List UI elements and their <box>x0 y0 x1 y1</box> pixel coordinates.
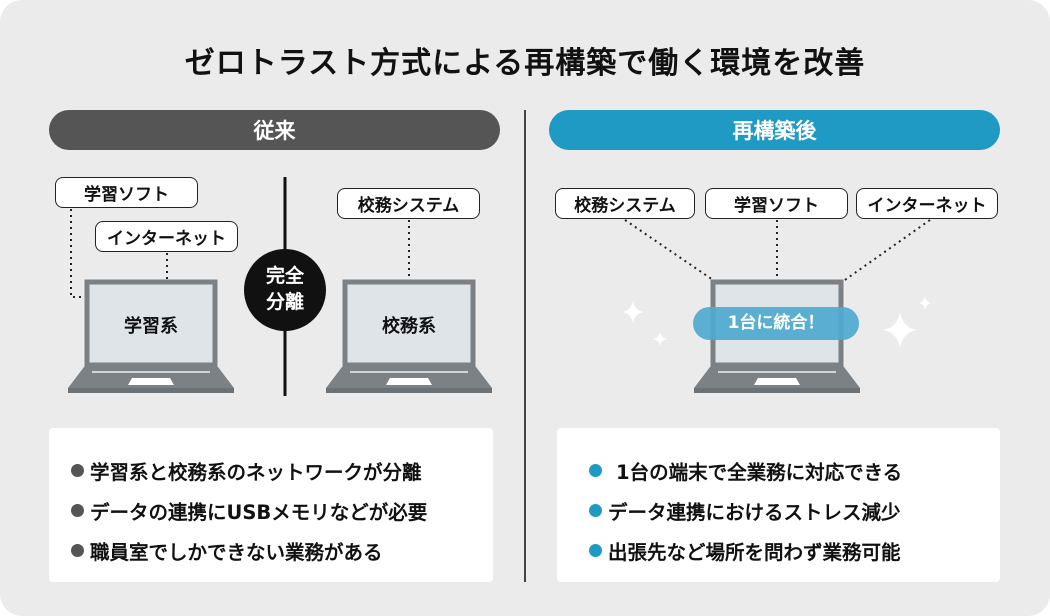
tag-learning-software: 学習ソフト <box>55 177 198 208</box>
bullet-text: 1台の端末で全業務に対応できる <box>616 460 903 484</box>
list-item: データ連携におけるストレス減少 <box>589 490 1000 530</box>
separation-label-line1: 完全 <box>265 265 304 287</box>
right-connectors <box>624 219 931 283</box>
bullet-icon <box>71 463 84 477</box>
sparkle-icons <box>622 296 931 348</box>
bullet-text: データの連携にUSBメモリなどが必要 <box>90 500 428 524</box>
laptop-icon-admin <box>326 279 492 393</box>
list-item: 出張先など場所を問わず業務可能 <box>589 530 1000 570</box>
tag-learning-software-after: 学習ソフト <box>705 188 848 219</box>
separation-label-line2: 分離 <box>265 291 304 313</box>
bullet-text: データ連携におけるストレス減少 <box>608 500 901 524</box>
list-item: 1台の端末で全業務に対応できる <box>589 450 1000 490</box>
list-item: 学習系と校務系のネットワークが分離 <box>71 450 493 490</box>
tag-admin-system-after: 校務システム <box>555 188 695 219</box>
list-item: 職員室でしかできない業務がある <box>71 530 493 570</box>
after-bullet-list: 1台の端末で全業務に対応できる データ連携におけるストレス減少 出張先など場所を… <box>557 428 1000 582</box>
bullet-icon <box>71 543 84 557</box>
bullet-text: 出張先など場所を問わず業務可能 <box>608 540 901 564</box>
list-item: データの連携にUSBメモリなどが必要 <box>71 490 493 530</box>
tag-admin-system: 校務システム <box>337 188 480 219</box>
laptop-icon-learning <box>68 279 234 393</box>
unified-badge: 1台に統合！ <box>727 313 825 333</box>
before-bullet-list: 学習系と校務系のネットワークが分離 データの連携にUSBメモリなどが必要 職員室… <box>49 428 493 582</box>
separation-badge <box>244 249 326 331</box>
bullet-text: 学習系と校務系のネットワークが分離 <box>90 460 422 484</box>
tag-internet: インターネット <box>95 221 238 252</box>
separation-label: 完全 分離 <box>244 263 326 315</box>
bullet-icon <box>71 503 84 517</box>
after-header: 再構築後 <box>549 110 1000 150</box>
page-title: ゼロトラスト方式による再構築で働く環境を改善 <box>184 46 866 81</box>
unified-badge-bg <box>693 307 859 340</box>
laptop-label-admin: 校務系 <box>382 316 436 337</box>
bullet-text: 職員室でしかできない業務がある <box>90 540 383 564</box>
before-header: 従来 <box>49 110 500 150</box>
bullet-icon <box>589 503 602 517</box>
tag-internet-after: インターネット <box>856 188 998 219</box>
bullet-icon <box>589 463 602 477</box>
bullet-icon <box>589 543 602 557</box>
left-connectors <box>70 209 410 298</box>
laptop-label-learning: 学習系 <box>124 316 178 337</box>
